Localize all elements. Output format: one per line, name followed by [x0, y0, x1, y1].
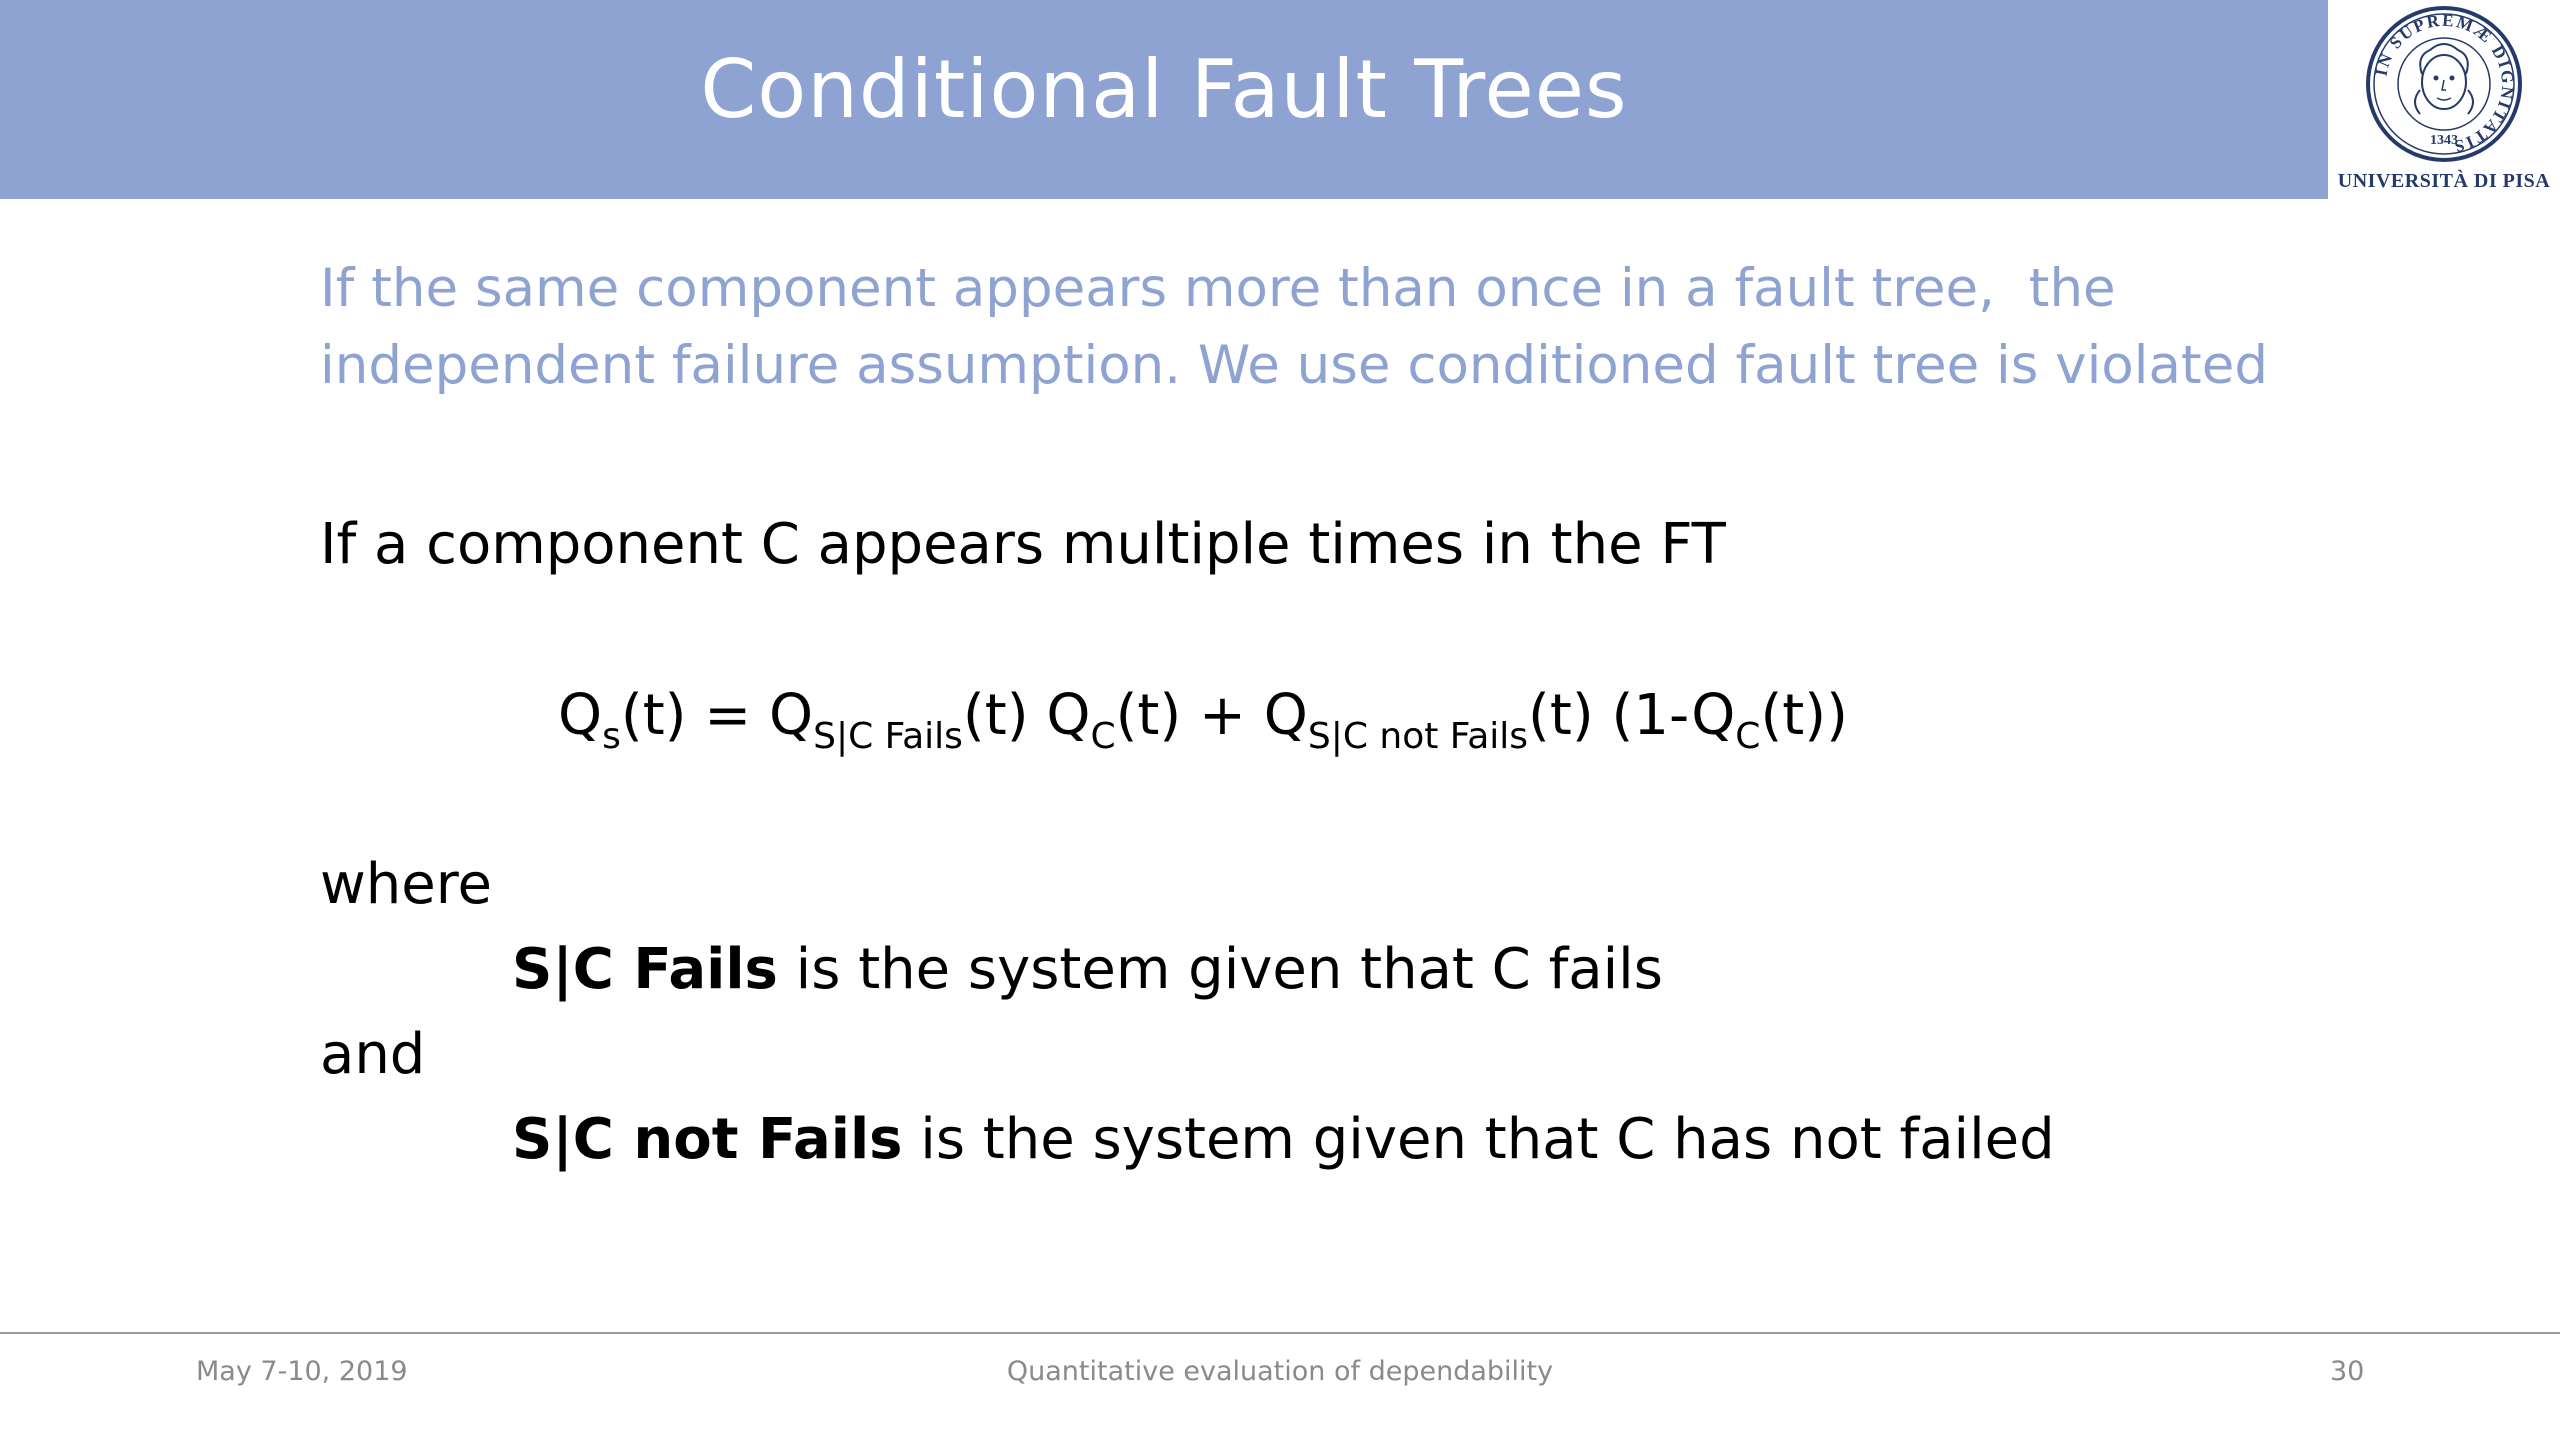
header-band — [0, 0, 2328, 199]
formula-subscript: S|C Fails — [813, 716, 963, 757]
main-statement: If a component C appears multiple times … — [320, 512, 1726, 577]
formula-subscript: C — [1090, 716, 1116, 757]
formula-subscript: s — [602, 716, 621, 757]
intro-paragraph: If the same component appears more than … — [320, 250, 2320, 404]
university-logo: IN SUPREMÆ DIGNITATIS 1343 UNIVERSITÀ DI… — [2328, 0, 2560, 199]
formula-part: (t) + Q — [1115, 683, 1308, 748]
definition-fails: S|C Fails is the system given that C fai… — [512, 930, 1663, 1010]
intro-line-2: independent failure assumption. We use c… — [320, 335, 2268, 396]
university-seal-icon: IN SUPREMÆ DIGNITATIS 1343 — [2366, 6, 2522, 162]
slide-title: Conditional Fault Trees — [700, 43, 1628, 136]
formula-part: (t) (1-Q — [1528, 683, 1736, 748]
footer-title: Quantitative evaluation of dependability — [1006, 1356, 1554, 1387]
and-label: and — [320, 1022, 426, 1087]
definition-text: is the system given that C has not faile… — [902, 1107, 2055, 1172]
footer-date: May 7-10, 2019 — [196, 1356, 408, 1387]
intro-line-1: If the same component appears more than … — [320, 258, 2116, 319]
formula-subscript: S|C not Fails — [1307, 716, 1529, 757]
formula-part: (t) = Q — [620, 683, 814, 748]
page-number: 30 — [2330, 1356, 2365, 1387]
definition-term: S|C not Fails — [512, 1107, 903, 1172]
formula-part: (t) Q — [962, 683, 1091, 748]
definition-term: S|C Fails — [512, 937, 778, 1002]
formula-subscript: C — [1735, 716, 1761, 757]
logo-caption: UNIVERSITÀ DI PISA — [2337, 170, 2551, 192]
definition-text: is the system given that C fails — [777, 937, 1663, 1002]
definition-not-fails: S|C not Fails is the system given that C… — [512, 1100, 2055, 1180]
formula-part: Q — [558, 683, 603, 748]
formula-part: (t)) — [1760, 683, 1848, 748]
seal-year: 1343 — [2430, 133, 2458, 148]
footer-divider — [0, 1332, 2560, 1334]
formula: Qs(t) = QS|C Fails(t) QC(t) + QS|C not F… — [558, 676, 1848, 756]
where-label: where — [320, 852, 492, 917]
